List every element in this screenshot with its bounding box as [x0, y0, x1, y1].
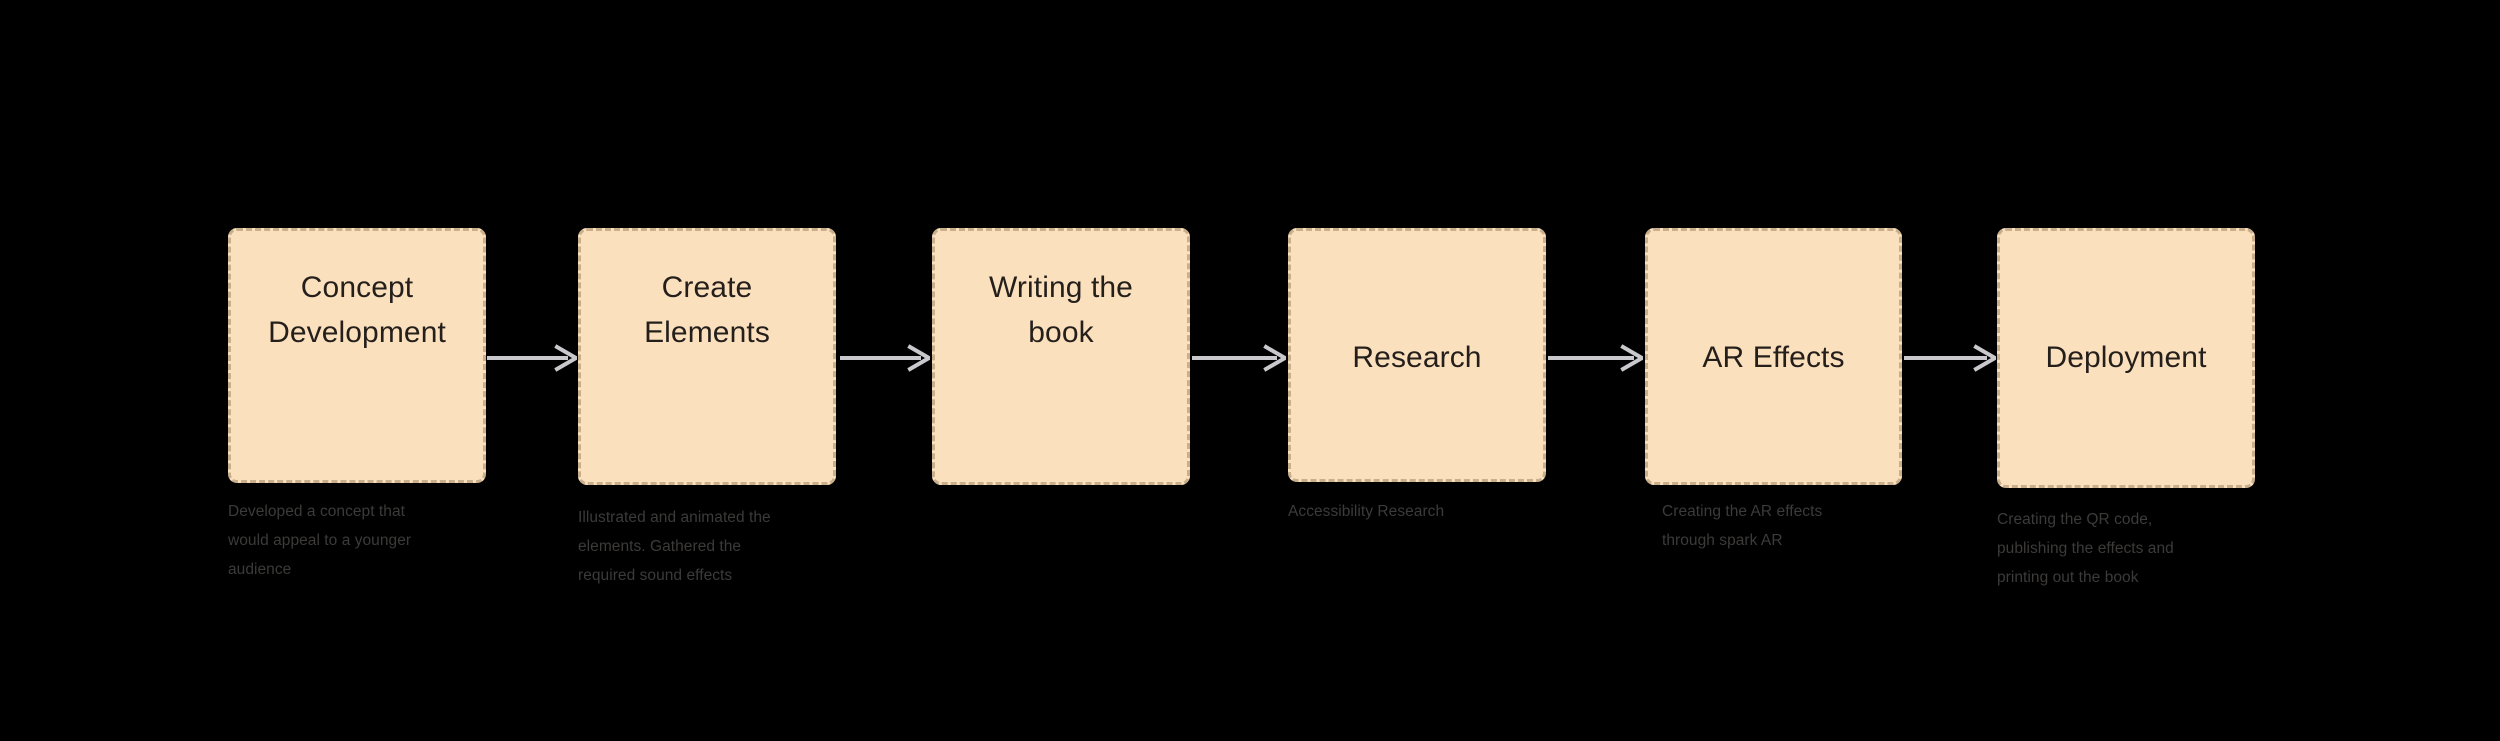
flow-step-title: Research — [1352, 341, 1482, 374]
flow-arrow-icon — [1548, 340, 1643, 376]
flow-step-caption: Accessibility Research — [1288, 503, 1445, 520]
flow-step-box[interactable] — [578, 228, 836, 485]
flow-arrow-icon — [487, 340, 577, 376]
flow-arrow-icon — [840, 340, 930, 376]
flow-step-title: Concept Development — [268, 271, 446, 349]
flow-step-title: Deployment — [2045, 341, 2207, 374]
flow-step-caption: Illustrated and animated the elements. G… — [578, 509, 771, 584]
flow-step-box[interactable] — [1997, 228, 2255, 488]
flow-step-caption: Creating the AR effects through spark AR — [1662, 503, 1823, 549]
flow-step-box[interactable] — [1288, 228, 1546, 482]
flow-step-box[interactable] — [932, 228, 1190, 485]
flow-step-box[interactable] — [228, 228, 486, 483]
flow-arrow-icon — [1192, 340, 1286, 376]
flow-step-caption: Creating the QR code, publishing the eff… — [1997, 511, 2174, 586]
flow-arrow-icon — [1904, 340, 1996, 376]
flow-step-box[interactable] — [1645, 228, 1902, 485]
flow-step-title: Writing the book — [989, 271, 1133, 349]
flow-step-caption: Developed a concept that would appeal to… — [228, 503, 412, 578]
flow-step-title: Create Elements — [644, 271, 770, 349]
flow-step-title: AR Effects — [1702, 341, 1845, 374]
